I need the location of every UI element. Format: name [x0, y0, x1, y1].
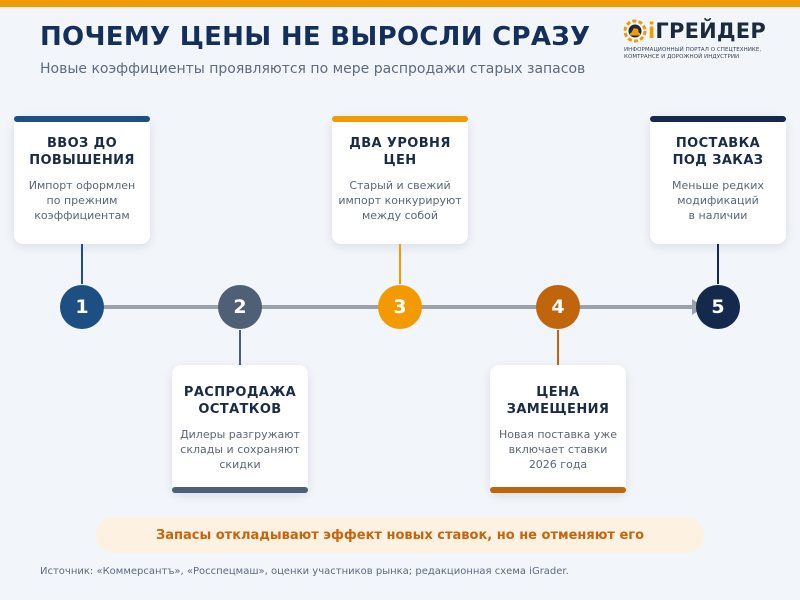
step-card-5: ПОСТАВКА ПОД ЗАКАЗ Меньше редких модифик…: [650, 116, 786, 244]
step-card-description: Меньше редких модификаций в наличии: [672, 179, 764, 222]
step-connector-3: [399, 244, 401, 284]
logo-wordmark-rest: ГРЕЙДЕР: [655, 19, 766, 43]
step-connector-2: [239, 330, 241, 365]
page-subtitle: Новые коэффициенты проявляются по мере р…: [40, 61, 586, 77]
step-card-title: ВВОЗ ДО ПОВЫШЕНИЯ: [29, 136, 135, 168]
step-connector-4: [557, 330, 559, 365]
step-card-description: Дилеры разгружают склады и сохраняют ски…: [180, 428, 300, 471]
card-accent-strip: [332, 116, 468, 122]
step-card-title: РАСПРОДАЖА ОСТАТКОВ: [183, 385, 297, 417]
step-node-5: 5: [696, 285, 740, 329]
source-footnote: Источник: «Коммерсантъ», «Росспецмаш», о…: [40, 566, 569, 577]
step-card-3: ДВА УРОВНЯ ЦЕН Старый и свежий импорт ко…: [332, 116, 468, 244]
step-connector-1: [81, 244, 83, 284]
key-takeaway-callout: Запасы откладывают эффект новых ставок, …: [96, 517, 704, 553]
step-node-3: 3: [378, 285, 422, 329]
brand-logo[interactable]: iГРЕЙДЕР ИНФОРМАЦИОННЫЙ ПОРТАЛ О СПЕЦТЕХ…: [622, 18, 782, 66]
step-card-description: Старый и свежий импорт конкурируют между…: [338, 179, 462, 222]
step-card-2: РАСПРОДАЖА ОСТАТКОВ Дилеры разгружают ск…: [172, 365, 308, 493]
top-accent-bar: [0, 0, 800, 7]
step-card-description: Новая поставка уже включает ставки 2026 …: [498, 428, 617, 471]
card-accent-strip: [490, 487, 626, 493]
step-card-description: Импорт оформлен по прежним коэффициентам: [28, 179, 136, 222]
step-card-title: ЦЕНА ЗАМЕЩЕНИЯ: [506, 385, 610, 417]
step-connector-5: [717, 244, 719, 284]
step-node-4: 4: [536, 285, 580, 329]
step-card-1: ВВОЗ ДО ПОВЫШЕНИЯ Импорт оформлен по пре…: [14, 116, 150, 244]
card-accent-strip: [14, 116, 150, 122]
step-node-1: 1: [60, 285, 104, 329]
excavator-gear-icon: [623, 19, 647, 43]
logo-wordmark: iГРЕЙДЕР: [648, 18, 766, 44]
step-card-title: ПОСТАВКА ПОД ЗАКАЗ: [672, 136, 764, 168]
logo-wordmark-prefix: i: [648, 19, 656, 43]
card-accent-strip: [650, 116, 786, 122]
step-card-4: ЦЕНА ЗАМЕЩЕНИЯ Новая поставка уже включа…: [490, 365, 626, 493]
step-card-title: ДВА УРОВНЯ ЦЕН: [349, 136, 451, 168]
step-node-2: 2: [218, 285, 262, 329]
page-title: ПОЧЕМУ ЦЕНЫ НЕ ВЫРОСЛИ СРАЗУ: [40, 22, 591, 52]
logo-tagline: ИНФОРМАЦИОННЫЙ ПОРТАЛ О СПЕЦТЕХНИКЕ, КОМ…: [624, 47, 762, 60]
card-accent-strip: [172, 487, 308, 493]
